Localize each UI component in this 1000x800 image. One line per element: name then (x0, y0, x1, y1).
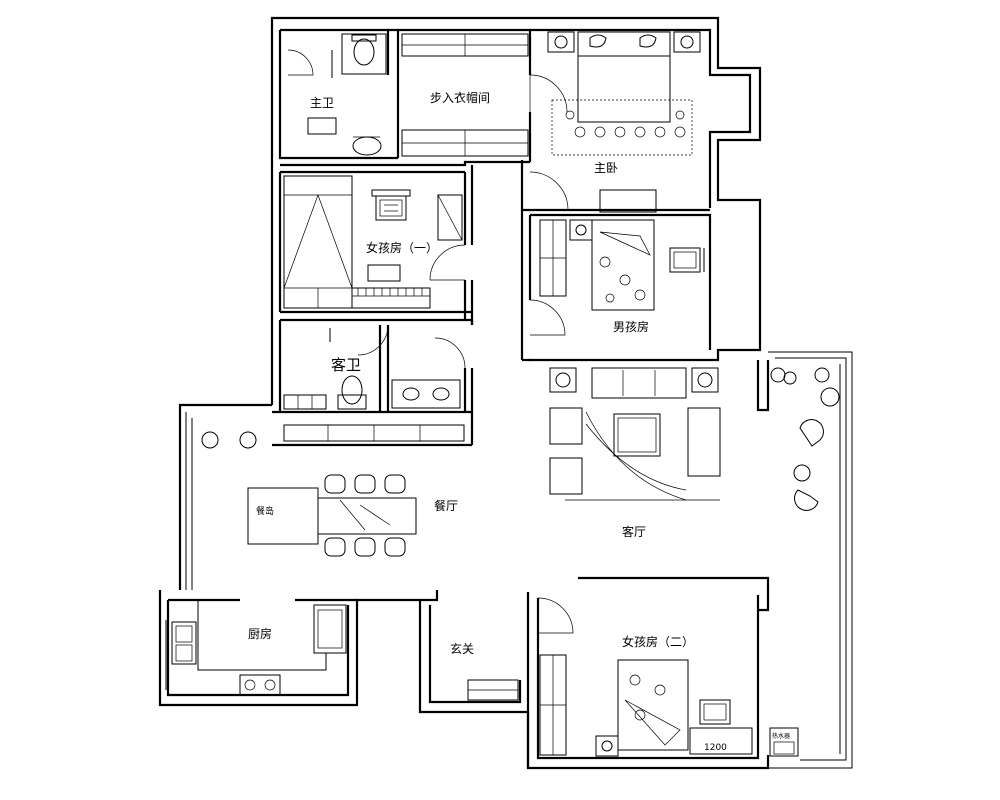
room-labels: 主卫 步入衣帽间 主卧 女孩房（一） 男孩房 客卫 餐岛 餐厅 客厅 厨房 玄关… (248, 90, 790, 753)
label-desk-width: 1200 (704, 743, 727, 753)
guest-bath-fixtures (329, 328, 461, 410)
label-master-bath: 主卫 (310, 96, 334, 110)
master-bedroom-furniture (547, 31, 701, 213)
interior-walls (168, 30, 712, 602)
balcony-decor (201, 367, 840, 511)
label-water-heater: 热水器 (772, 732, 790, 740)
dining-furniture (247, 474, 417, 557)
label-dining-island: 餐岛 (256, 505, 274, 517)
rug-pattern (565, 110, 686, 138)
label-walk-in-closet: 步入衣帽间 (430, 90, 490, 105)
girl-room-1-furniture (351, 189, 431, 309)
master-bath-fixtures (307, 33, 387, 156)
boy-room-furniture (569, 219, 705, 311)
doors (287, 49, 574, 634)
label-guest-bath: 客卫 (331, 356, 361, 374)
kitchen-fixtures (171, 600, 347, 696)
living-room-furniture (549, 367, 721, 501)
label-living-room: 客厅 (622, 524, 646, 539)
label-entrance: 玄关 (450, 641, 474, 656)
wardrobes (283, 33, 753, 756)
exterior-walls (158, 16, 853, 770)
label-girl-room-2: 女孩房（二） (622, 634, 694, 649)
label-boy-room: 男孩房 (613, 319, 649, 334)
label-dining-room: 餐厅 (434, 498, 458, 513)
label-master-bedroom: 主卧 (594, 161, 618, 175)
label-kitchen: 厨房 (248, 626, 272, 641)
label-girl-room-1: 女孩房（一） (366, 240, 438, 255)
girl-room-2-furniture (595, 659, 799, 757)
